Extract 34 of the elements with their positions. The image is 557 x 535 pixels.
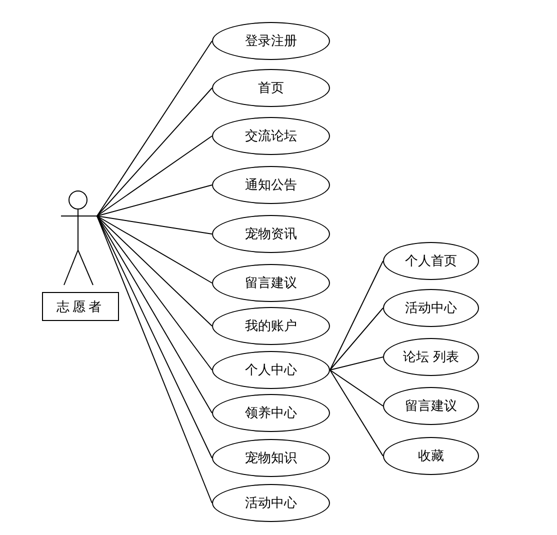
use-case-ellipse: 交流论坛	[212, 117, 330, 155]
use-case-ellipse: 登录注册	[212, 22, 330, 60]
association-line	[96, 216, 212, 414]
association-line	[96, 40, 212, 216]
association-line	[96, 136, 212, 216]
use-case-ellipse: 活动中心	[212, 484, 330, 522]
use-case-ellipse: 我的账户	[212, 307, 330, 345]
association-line	[96, 216, 212, 504]
use-case-ellipse: 个人首页	[383, 242, 479, 280]
use-case-ellipse: 宠物资讯	[212, 215, 330, 253]
use-case-ellipse: 个人中心	[212, 351, 330, 389]
actor-label-box: 志愿者	[42, 292, 119, 321]
association-line	[96, 216, 212, 284]
use-case-ellipse: 首页	[212, 69, 330, 107]
association-line	[96, 216, 212, 458]
use-case-ellipse: 宠物知识	[212, 439, 330, 477]
association-line	[96, 216, 212, 326]
stick-figure	[60, 189, 97, 286]
use-case-ellipse: 收藏	[383, 437, 479, 475]
use-case-ellipse: 通知公告	[212, 166, 330, 204]
association-line	[330, 308, 384, 370]
association-line	[330, 370, 384, 456]
use-case-ellipse: 领养中心	[212, 394, 330, 432]
association-line	[330, 370, 384, 406]
association-line	[96, 184, 212, 216]
association-line	[96, 216, 212, 370]
association-line	[330, 260, 384, 370]
association-line	[96, 88, 212, 216]
association-line	[96, 216, 212, 234]
use-case-ellipse: 留言建议	[212, 264, 330, 302]
use-case-ellipse: 论坛 列表	[383, 338, 479, 376]
association-line	[330, 356, 384, 370]
use-case-ellipse: 留言建议	[383, 387, 479, 425]
use-case-ellipse: 活动中心	[383, 289, 479, 327]
